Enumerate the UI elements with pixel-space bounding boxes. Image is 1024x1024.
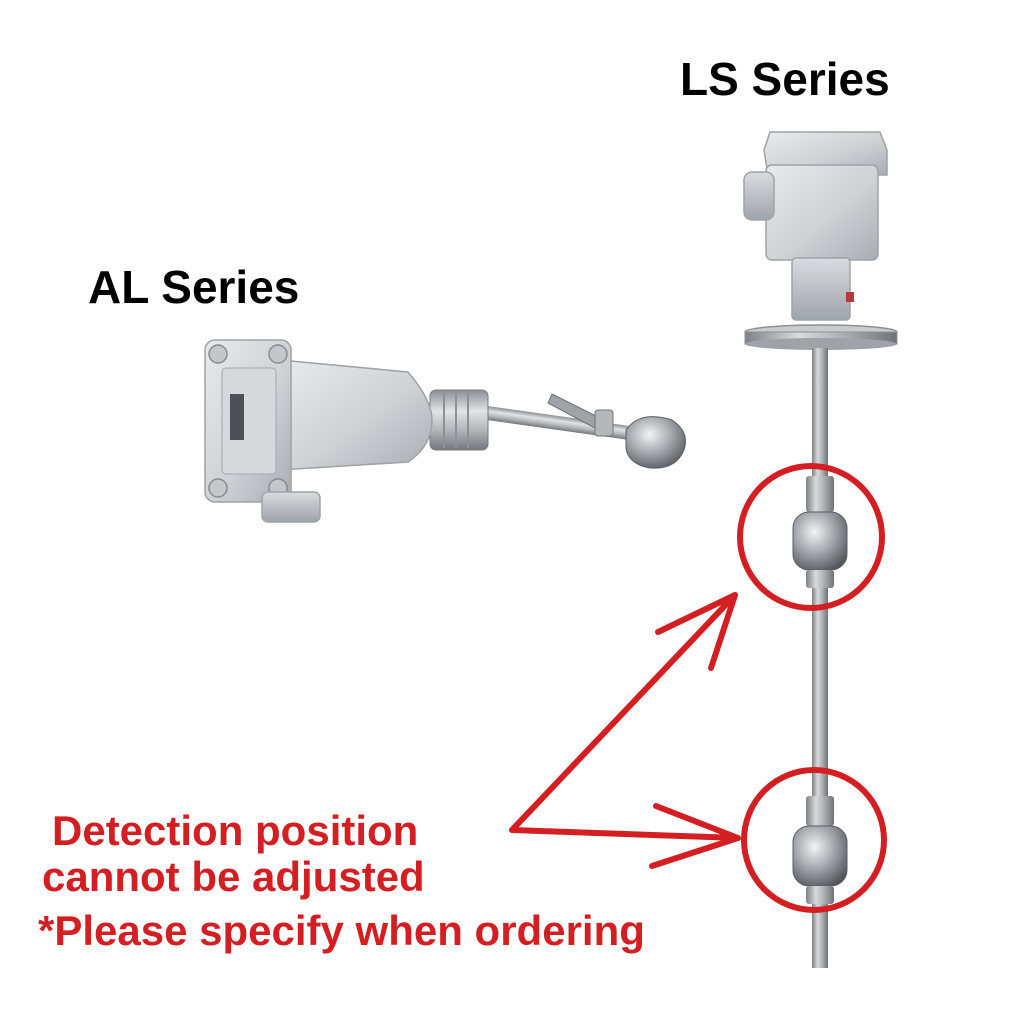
ls-series-title: LS Series bbox=[680, 53, 890, 105]
note-specify-when-ordering: *Please specify when ordering bbox=[38, 907, 645, 954]
al-series-device bbox=[204, 339, 686, 523]
note-detection-position: Detection position bbox=[52, 807, 419, 854]
lower-arrow-shaft bbox=[509, 827, 741, 841]
lower-float-highlight-circle bbox=[741, 767, 887, 913]
upper-float-highlight-circle bbox=[737, 463, 885, 611]
ls-series-device bbox=[743, 131, 898, 968]
upper-arrow-shaft bbox=[509, 592, 738, 833]
lower-arrowhead bbox=[649, 803, 741, 869]
detection-annotations bbox=[509, 463, 887, 913]
note-cannot-be-adjusted: cannot be adjusted bbox=[42, 853, 425, 900]
upper-arrowhead bbox=[655, 592, 738, 671]
al-series-title: AL Series bbox=[88, 261, 300, 313]
